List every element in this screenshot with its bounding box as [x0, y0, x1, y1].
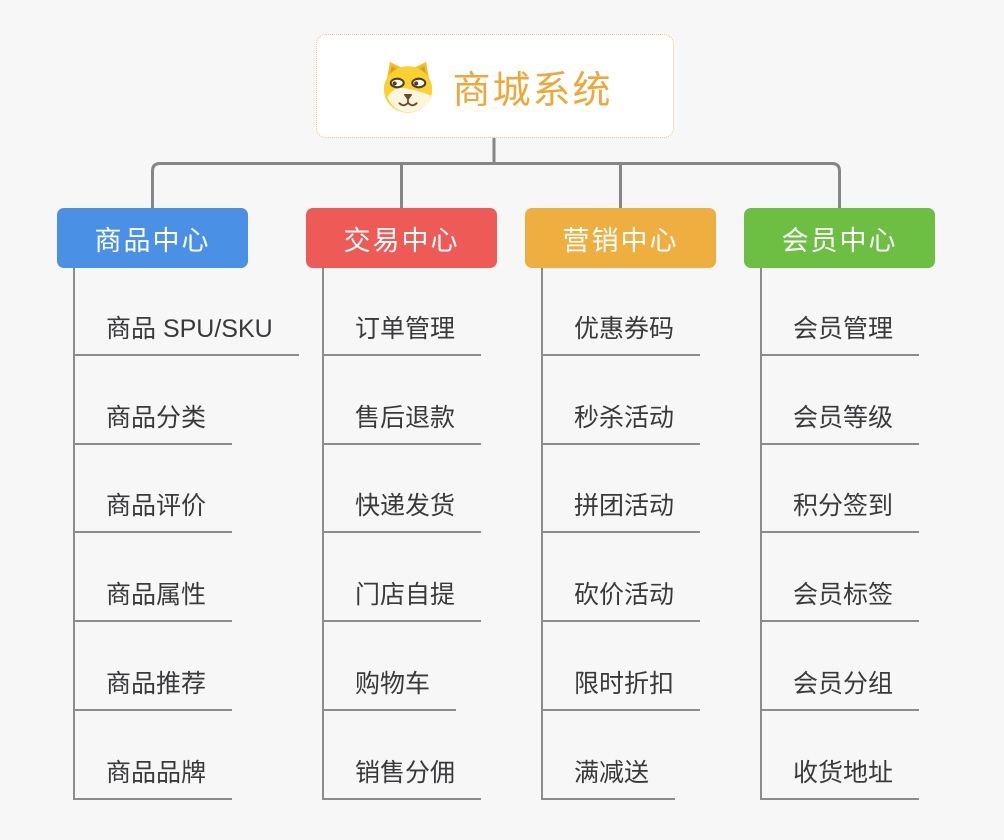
topic-item[interactable]: 秒杀活动	[541, 401, 701, 445]
branch-header-marketing-center[interactable]: 营销中心	[525, 208, 716, 268]
topic-item[interactable]: 收货地址	[760, 756, 920, 800]
topic-item[interactable]: 购物车	[322, 667, 457, 711]
topic-item[interactable]: 销售分佣	[322, 756, 482, 800]
topic-item[interactable]: 会员管理	[760, 312, 920, 356]
topic-item[interactable]: 订单管理	[322, 312, 482, 356]
topic-item[interactable]: 商品品牌	[73, 756, 233, 800]
topic-item[interactable]: 积分签到	[760, 489, 920, 533]
topic-item[interactable]: 商品评价	[73, 489, 233, 533]
branch-trunk-line	[760, 268, 762, 800]
shiba-dog-icon	[384, 61, 433, 113]
branch-column-member-center: 会员中心 会员管理 会员等级 积分签到 会员标签 会员分组 收货地址	[744, 208, 935, 808]
branch-trunk-line	[541, 268, 543, 800]
topic-item[interactable]: 商品 SPU/SKU	[73, 312, 299, 356]
topic-item[interactable]: 快递发货	[322, 489, 482, 533]
branch-column-product-center: 商品中心 商品 SPU/SKU 商品分类 商品评价 商品属性 商品推荐 商品品牌	[57, 208, 299, 808]
branch-column-trade-center: 交易中心 订单管理 售后退款 快递发货 门店自提 购物车 销售分佣	[306, 208, 497, 808]
branch-column-marketing-center: 营销中心 优惠券码 秒杀活动 拼团活动 砍价活动 限时折扣 满减送	[525, 208, 716, 808]
topic-item[interactable]: 商品属性	[73, 578, 233, 622]
topic-item[interactable]: 拼团活动	[541, 489, 701, 533]
topic-item[interactable]: 满减送	[541, 756, 676, 800]
branch-header-product-center[interactable]: 商品中心	[57, 208, 248, 268]
topic-item[interactable]: 商品推荐	[73, 667, 233, 711]
root-topic[interactable]: 商城系统	[316, 34, 674, 138]
branch-header-trade-center[interactable]: 交易中心	[306, 208, 497, 268]
branch-header-member-center[interactable]: 会员中心	[744, 208, 935, 268]
topic-item[interactable]: 会员标签	[760, 578, 920, 622]
topic-item[interactable]: 优惠券码	[541, 312, 701, 356]
topic-item[interactable]: 限时折扣	[541, 667, 701, 711]
branch-trunk-line	[322, 268, 324, 800]
topic-item[interactable]: 商品分类	[73, 401, 233, 445]
branch-trunk-line	[73, 268, 75, 800]
topic-item[interactable]: 会员分组	[760, 667, 920, 711]
topic-item[interactable]: 门店自提	[322, 578, 482, 622]
topic-item[interactable]: 会员等级	[760, 401, 920, 445]
topic-item[interactable]: 售后退款	[322, 401, 482, 445]
topic-item[interactable]: 砍价活动	[541, 578, 701, 622]
root-topic-title: 商城系统	[452, 69, 613, 112]
